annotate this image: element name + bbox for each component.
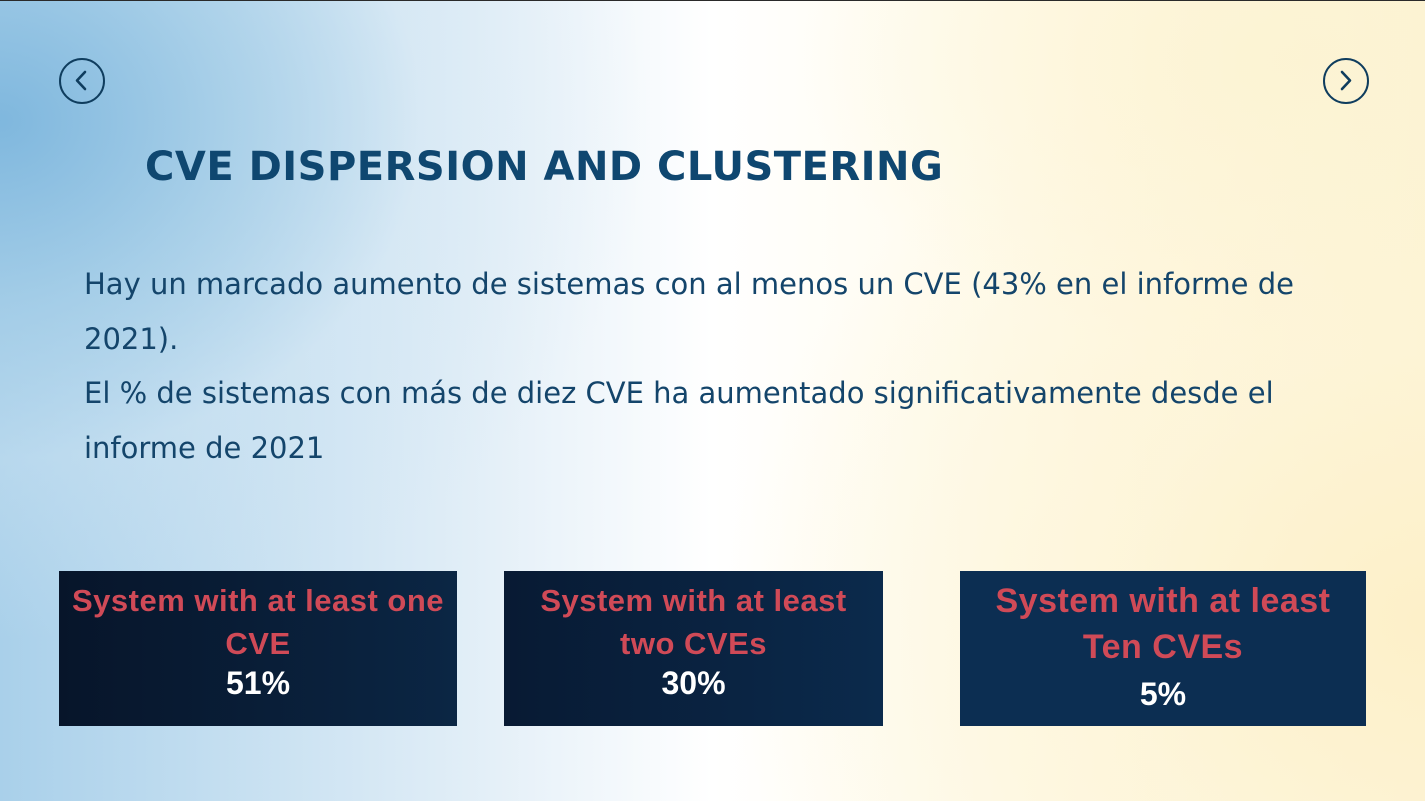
body-paragraph: Hay un marcado aumento de sistemas con a…	[84, 267, 1294, 356]
stat-value: 30%	[661, 665, 726, 701]
stat-label: System with at least Ten CVEs	[995, 582, 1331, 666]
chevron-right-icon	[1340, 70, 1352, 91]
previous-slide-button[interactable]	[59, 58, 105, 104]
stat-value: 5%	[1139, 676, 1187, 712]
stat-label: System with at least two CVEs	[540, 583, 847, 661]
slide-title: CVE DISPERSION AND CLUSTERING	[145, 144, 944, 190]
body-paragraph: El % de sistemas con más de diez CVE ha …	[84, 376, 1274, 465]
stat-label: System with at least one CVE	[71, 583, 445, 661]
next-slide-button[interactable]	[1323, 58, 1369, 104]
stat-card-ten-cves: System with at least Ten CVEs 5%	[960, 571, 1366, 726]
stat-value: 51%	[225, 665, 291, 701]
slide-body: Hay un marcado aumento de sistemas con a…	[84, 257, 1364, 475]
stat-card-two-cves: System with at least two CVEs 30%	[504, 571, 883, 726]
chevron-left-icon	[75, 70, 87, 91]
stat-card-one-cve: System with at least one CVE 51%	[59, 571, 457, 726]
